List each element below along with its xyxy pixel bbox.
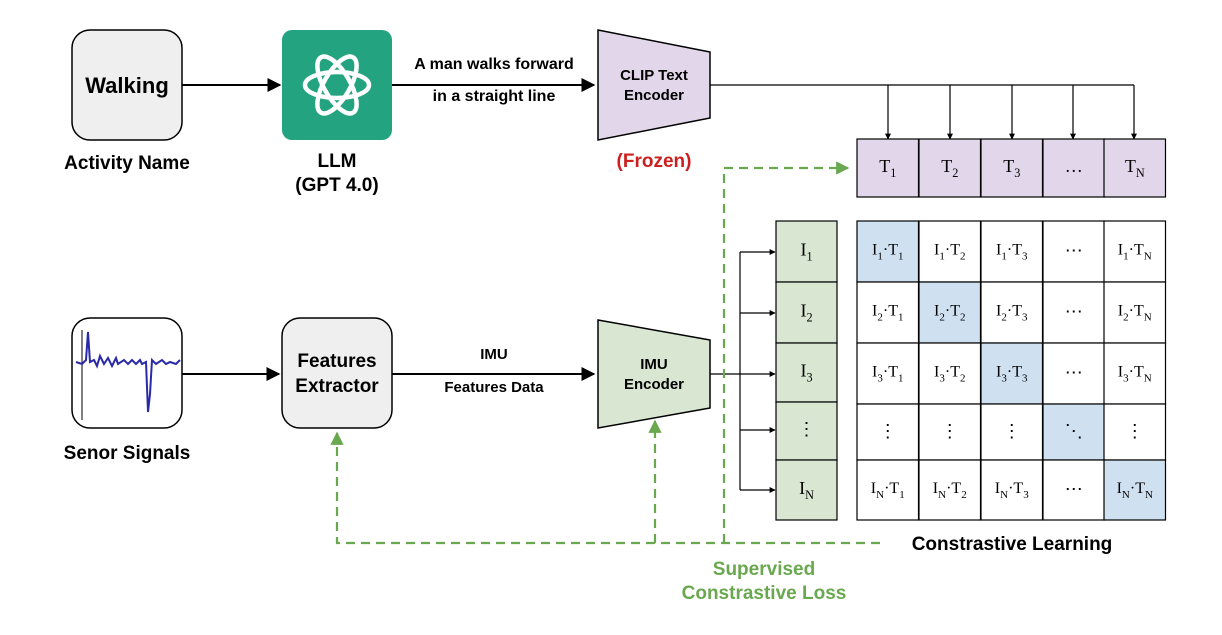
matrix-ellipsis: ⋮ [941, 421, 959, 441]
matrix-cell [1103, 403, 1167, 461]
loss-caption-1: Supervised [713, 559, 815, 580]
matrix-cell [980, 459, 1044, 521]
matrix-cell [918, 342, 982, 405]
clip-encoder-label-1: CLIP Text [620, 67, 688, 84]
matrix-ellipsis: ⋯ [1065, 241, 1083, 261]
matrix-product-label: I2·TN [1118, 303, 1152, 324]
llm-caption: LLM [317, 151, 356, 172]
imu-encoder-label-1: IMU [640, 356, 668, 373]
matrix-cell [856, 220, 920, 283]
features-extractor-box [281, 317, 393, 429]
matrix-cell [1042, 281, 1106, 344]
matrix-product-label: I1·TN [1118, 242, 1152, 263]
imu-embedding-arrows [710, 249, 776, 493]
openai-logo-icon [282, 30, 392, 140]
activity-caption: Activity Name [64, 153, 190, 174]
matrix-cell [1103, 459, 1167, 521]
imu-data-label-1: IMU [480, 346, 508, 363]
matrix-cell [1103, 342, 1167, 405]
text-embedding-label: T1 [879, 156, 896, 180]
imu-encoder-label-2: Encoder [624, 376, 684, 393]
matrix-cell [1042, 342, 1106, 405]
matrix-product-label: I2·T3 [996, 303, 1028, 324]
similarity-matrix: I1·T1 I1·T2 I1·T3 ⋯ I1·TN I2·T1 I2·T2 I2·T3 ⋯ I2·… [856, 220, 1167, 521]
matrix-ellipsis: ⋮ [879, 421, 897, 441]
constrastive-caption: Constrastive Learning [912, 534, 1113, 555]
imu-embedding-label: IN [799, 478, 814, 502]
matrix-product-label: IN·T3 [995, 480, 1029, 501]
supervised-loss-paths [330, 161, 880, 545]
text-embedding-cell [1103, 138, 1167, 198]
llm-model-caption: (GPT 4.0) [295, 175, 378, 196]
imu-embedding-cell [775, 459, 838, 521]
text-embedding-cell [856, 138, 920, 198]
sensor-caption: Senor Signals [64, 443, 191, 464]
matrix-cell [980, 281, 1044, 344]
imu-embedding-label: I3 [800, 361, 812, 385]
matrix-cell [1103, 281, 1167, 344]
matrix-product-label: I2·T1 [872, 303, 903, 324]
matrix-ellipsis: ⋯ [1065, 363, 1083, 383]
extractor-label-1: Features [297, 351, 376, 372]
text-embedding-label: TN [1125, 156, 1145, 180]
extractor-label-2: Extractor [295, 376, 379, 397]
matrix-product-label: I1·T1 [872, 242, 903, 263]
matrix-cell [980, 220, 1044, 283]
imu-embedding-cell [775, 342, 838, 403]
imu-embedding-label: I2 [800, 301, 812, 325]
matrix-product-label: I1·T3 [996, 242, 1028, 263]
loss-caption-2: Constrastive Loss [682, 583, 847, 604]
matrix-product-label: I1·T2 [934, 242, 965, 263]
activity-box-label: Walking [85, 73, 169, 98]
matrix-product-label: I3·T2 [934, 364, 965, 385]
matrix-cell [1042, 459, 1106, 521]
clip-encoder-label-2: Encoder [624, 87, 684, 104]
frozen-label: (Frozen) [617, 151, 692, 172]
matrix-ellipsis: ⋯ [1065, 479, 1083, 499]
matrix-product-label: IN·T1 [871, 480, 905, 501]
text-embedding-arrows [885, 85, 1137, 140]
text-embedding-cell [980, 138, 1044, 198]
imu-embedding-cell [775, 281, 838, 344]
matrix-product-label: I3·T3 [996, 364, 1028, 385]
matrix-product-label: IN·T2 [933, 480, 967, 501]
matrix-cell [1042, 403, 1106, 461]
matrix-cell [918, 281, 982, 344]
prompt-text-line-2: in a straight line [433, 88, 556, 105]
matrix-product-label: I3·T1 [872, 364, 903, 385]
sensor-signal-icon [75, 330, 181, 420]
matrix-cell [856, 459, 920, 521]
matrix-cell [856, 342, 920, 405]
matrix-product-label: IN·TN [1117, 480, 1153, 501]
text-embedding-label: T3 [1003, 156, 1020, 180]
imu-embedding-label: ⋮ [798, 419, 816, 439]
clip-text-encoder [597, 29, 711, 141]
matrix-cell [918, 220, 982, 283]
matrix-cell [918, 459, 982, 521]
imu-encoder [597, 319, 711, 429]
matrix-product-label: I3·TN [1118, 364, 1152, 385]
matrix-product-label: I2·T2 [934, 303, 965, 324]
matrix-cell [918, 403, 982, 461]
matrix-ellipsis: ⋮ [1126, 421, 1144, 441]
matrix-cell [1103, 220, 1167, 283]
text-embedding-label: T2 [941, 156, 958, 180]
matrix-ellipsis: ⋯ [1065, 302, 1083, 322]
matrix-ellipsis: ⋱ [1065, 421, 1083, 441]
matrix-cell [856, 403, 920, 461]
imu-embedding-label: I1 [800, 240, 812, 264]
text-embedding-label: … [1065, 156, 1083, 176]
matrix-ellipsis: ⋮ [1003, 421, 1021, 441]
text-embedding-cell [918, 138, 982, 198]
text-embeddings-row: T1 T2 T3 … TN [856, 138, 1167, 198]
prompt-text-line-1: A man walks forward [414, 56, 573, 73]
imu-data-label-2: Features Data [444, 379, 544, 396]
